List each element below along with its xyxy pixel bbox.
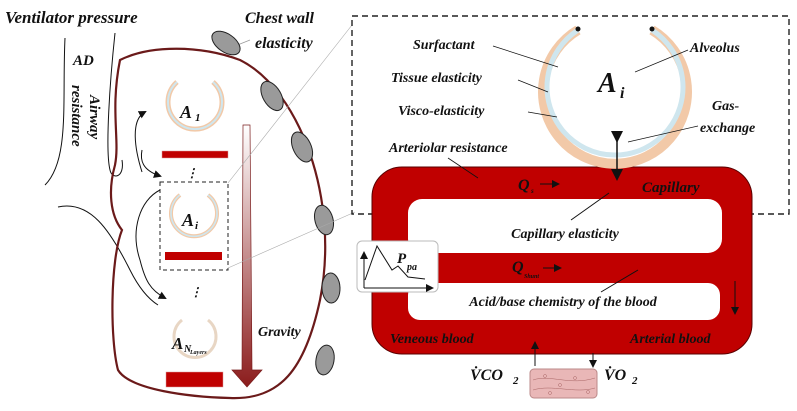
arterial-blood-label: Arterial blood	[629, 332, 712, 347]
gas-exchange-label-2: exchange	[700, 121, 755, 136]
capillary-bar	[165, 371, 224, 388]
gravity-arrow-icon	[231, 124, 263, 388]
svg-text:Airway: Airway	[86, 94, 102, 140]
rib-icon	[211, 30, 241, 56]
rib-icon	[290, 131, 314, 163]
airway-resistance-label: Airway resistance	[68, 85, 102, 147]
ppa-pressure-plot: P pa	[356, 240, 439, 293]
gravity-label: Gravity	[258, 325, 302, 340]
svg-text:P: P	[397, 251, 407, 267]
vo2-label: V̇O	[604, 366, 627, 384]
ad-label: AD	[72, 53, 94, 69]
vo2-sub: 2	[631, 375, 638, 387]
gas-exchange-label-1: Gas-	[712, 99, 740, 114]
tissue-elasticity-label: Tissue elasticity	[391, 71, 483, 86]
leader-line	[527, 111, 558, 118]
svg-text:A: A	[179, 102, 192, 122]
leader-line	[570, 192, 610, 221]
chest-wall-label-2: elasticity	[255, 35, 314, 52]
capillary-bar	[161, 150, 229, 159]
dots: ⋮	[190, 285, 202, 299]
leader-line	[447, 157, 479, 179]
rib-icon	[260, 80, 284, 112]
surfactant-label: Surfactant	[413, 38, 476, 53]
dots: ⋮	[186, 166, 198, 180]
ventilator-pressure-label: Ventilator pressure	[5, 8, 138, 27]
svg-text:i: i	[195, 220, 199, 232]
capillary-bar	[165, 252, 222, 260]
visco-elasticity-label: Visco-elasticity	[398, 104, 485, 119]
qs-sub: s	[530, 187, 534, 195]
leader-line	[492, 45, 559, 68]
capillary-elasticity-label: Capillary elasticity	[511, 227, 619, 242]
zoom-line	[227, 24, 353, 184]
alveolus-ai-selection-box	[159, 181, 229, 271]
lung-outline	[109, 47, 327, 400]
rib-icon	[315, 344, 335, 376]
chest-wall-label-1: Chest wall	[245, 10, 314, 27]
svg-text:pa: pa	[406, 262, 417, 273]
acid-base-label: Acid/base chemistry of the blood	[468, 295, 657, 310]
qs-label: Q	[518, 177, 530, 194]
rib-icon	[313, 204, 335, 236]
leader-line	[517, 79, 549, 93]
svg-text:A: A	[596, 68, 617, 99]
svg-text:Layers: Layers	[189, 350, 207, 356]
svg-text:A: A	[171, 334, 183, 353]
qshunt-label: Q	[512, 259, 524, 276]
leader-line	[634, 49, 689, 73]
veneous-blood-label: Veneous blood	[390, 332, 475, 347]
alveolus-a1: A 1	[161, 80, 229, 159]
arteriolar-resistance-label: Arteriolar resistance	[388, 141, 508, 156]
svg-text:A: A	[181, 210, 194, 230]
alveolus-ai: A i	[165, 193, 222, 260]
svg-text:N: N	[183, 344, 192, 355]
qshunt-sub: Shunt	[524, 274, 539, 280]
alveolus-detail: A i	[538, 25, 692, 169]
leader-line	[627, 125, 699, 143]
vco2-sub: 2	[512, 375, 519, 387]
zoom-line	[227, 211, 356, 269]
airway-lines	[44, 32, 167, 306]
alveolus-label: Alveolus	[689, 41, 740, 56]
ribs	[211, 30, 341, 376]
svg-text:1: 1	[195, 112, 201, 124]
tissue-texture	[532, 374, 596, 395]
alveolus-an: A N Layers	[165, 318, 224, 388]
capillary-label: Capillary	[642, 180, 700, 196]
vco2-label: V̇CO	[470, 366, 503, 384]
rib-icon	[321, 272, 341, 304]
tissue-icon	[529, 368, 598, 399]
leader-line	[600, 269, 639, 293]
svg-text:resistance: resistance	[68, 85, 84, 147]
svg-text:i: i	[620, 85, 625, 102]
blood-circulation	[371, 166, 753, 355]
